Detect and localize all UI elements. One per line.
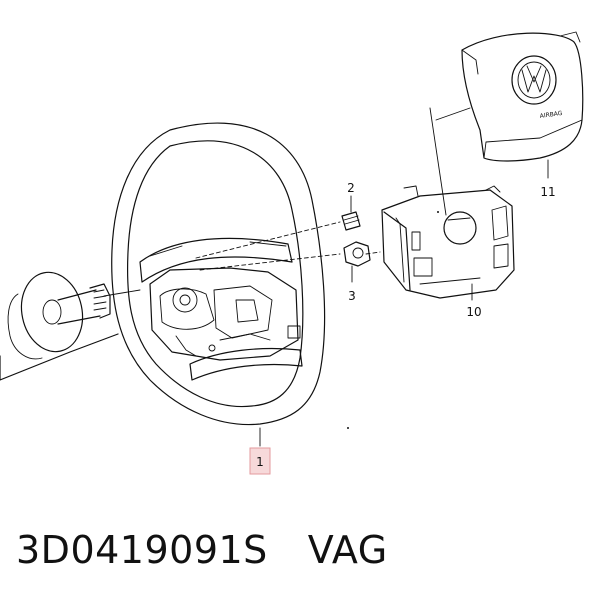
part-10-airbag-housing (381, 185, 515, 301)
callout-10-label[interactable]: 10 (466, 305, 481, 319)
part-number: 3D0419091S (16, 528, 268, 572)
callout-1-label[interactable]: 1 (256, 455, 264, 469)
callout-2-label[interactable]: 2 (347, 181, 355, 195)
part-2-bolt (341, 195, 361, 231)
callout-3-label[interactable]: 3 (348, 289, 356, 303)
callout-11-label[interactable]: 11 (540, 185, 555, 199)
brand-name: VAG (307, 528, 388, 572)
part-11-airbag-cover: AIRBAG (461, 31, 584, 179)
assembly-lines (195, 107, 471, 271)
steering-column (0, 271, 141, 381)
part-caption: 3D0419091S VAG (16, 528, 388, 572)
svg-text:AIRBAG: AIRBAG (539, 110, 563, 120)
part-3-nut (343, 241, 371, 283)
steering-wheel (111, 122, 326, 426)
dot-mark (347, 427, 349, 429)
dot-mark (437, 211, 439, 213)
callout-1-highlight (249, 447, 271, 475)
